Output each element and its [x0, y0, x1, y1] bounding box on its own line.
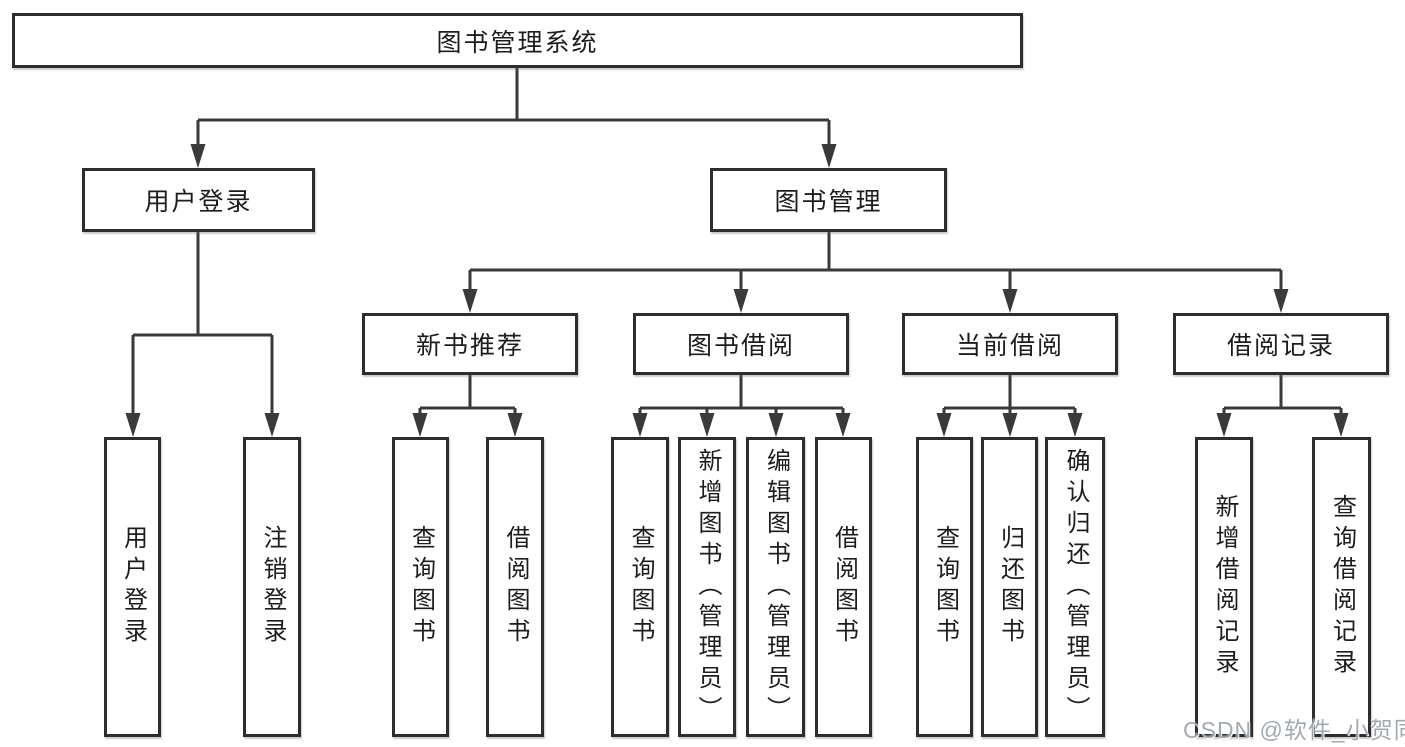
leaf-add-books-admin: 新增图书（管理员）: [678, 437, 736, 737]
leaf-query-books-current: 查询图书: [916, 437, 973, 737]
leaf-borrow-books: 借阅图书: [815, 437, 872, 737]
leaf-query-borrow-record: 查询借阅记录: [1312, 437, 1371, 737]
node-root-library-management-system: 图书管理系统: [12, 13, 1023, 68]
connector-bookborrow-to-leaves: [638, 375, 845, 419]
connector-currentborrow-to-leaves: [942, 375, 1077, 419]
node-current-borrow-label: 当前借阅: [955, 332, 1064, 360]
arrowheads: [125, 144, 1349, 437]
connector-bookmgmt-to-level3: [468, 232, 1283, 295]
node-borrow-records: 借阅记录: [1173, 313, 1389, 375]
csdn-watermark: CSDN @软件_小贺同学: [1183, 717, 1405, 743]
node-new-book-recommend: 新书推荐: [362, 313, 578, 375]
leaf-user-login: 用户登录: [104, 437, 161, 737]
connector-borrowrecords-to-leaves: [1222, 375, 1343, 419]
leaf-add-borrow-record: 新增借阅记录: [1195, 437, 1253, 737]
leaf-return-books: 归还图书: [981, 437, 1038, 737]
node-user-login: 用户登录: [82, 168, 315, 232]
leaf-borrow-books-recommend: 借阅图书: [486, 437, 544, 737]
connector-userlogin-to-leaves: [131, 232, 274, 419]
leaf-edit-books-admin: 编辑图书（管理员）: [746, 437, 805, 737]
node-book-management: 图书管理: [710, 168, 947, 232]
node-borrow-records-label: 借阅记录: [1226, 332, 1335, 360]
node-book-borrow: 图书借阅: [633, 313, 849, 375]
node-current-borrow: 当前借阅: [902, 313, 1118, 375]
connector-root-to-level2: [196, 68, 831, 150]
node-user-login-label: 用户登录: [144, 188, 253, 216]
node-root-label: 图书管理系统: [436, 28, 599, 57]
node-book-management-label: 图书管理: [774, 188, 883, 216]
leaf-confirm-return-admin: 确认归还（管理员）: [1045, 437, 1105, 737]
leaf-logout: 注销登录: [243, 437, 301, 737]
node-book-borrow-label: 图书借阅: [686, 332, 795, 360]
leaf-query-books-borrow: 查询图书: [611, 437, 669, 737]
node-new-book-recommend-label: 新书推荐: [415, 332, 524, 360]
leaf-query-books-recommend: 查询图书: [392, 437, 449, 737]
connector-newbook-to-leaves: [418, 375, 517, 419]
